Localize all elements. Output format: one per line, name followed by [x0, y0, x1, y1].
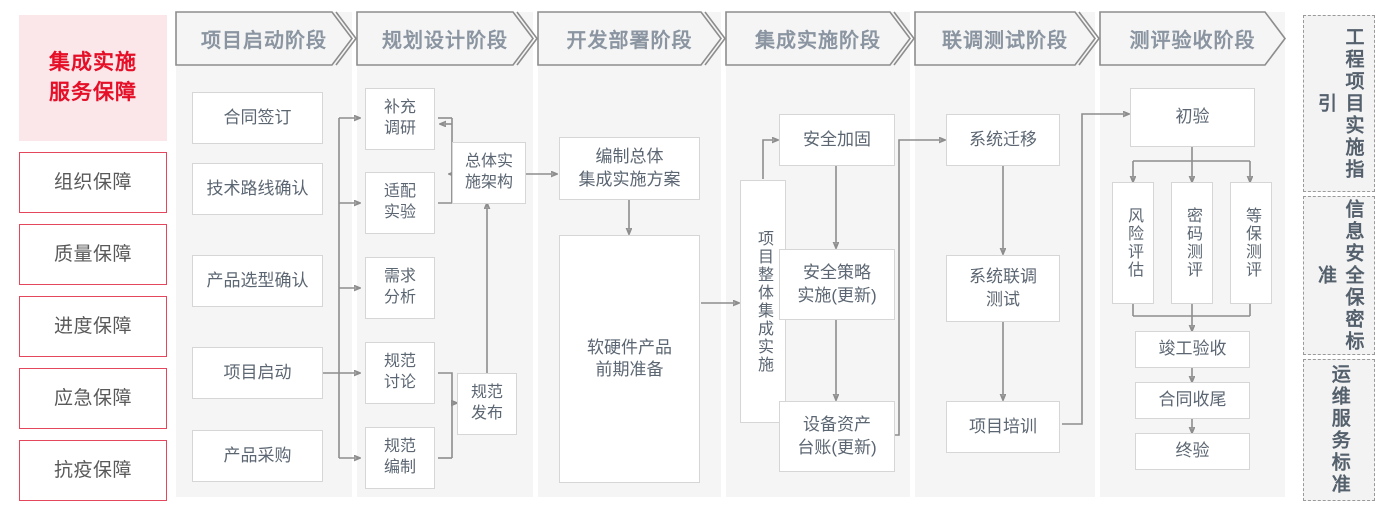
standard-engineering-guideline-label: 工程项目实施指引	[1315, 26, 1364, 181]
left-group-header-line2: 服务保障	[49, 81, 137, 104]
phase-label-4: 集成实施阶段	[755, 30, 881, 52]
phase-label-5: 联调测试阶段	[942, 30, 1068, 52]
node-requirements-analysis-line1: 需求	[383, 268, 416, 286]
node-supplementary-research-line2: 调研	[383, 120, 416, 137]
node-security-hardening[interactable]: 安全加固	[779, 114, 895, 166]
node-cryptography-evaluation[interactable]: 密码测评	[1171, 182, 1213, 304]
node-asset-ledger-line1: 设备资产	[802, 415, 871, 435]
node-spec-discussion-line2: 讨论	[383, 374, 416, 391]
node-overall-implementation-architecture[interactable]: 总体实 施架构	[452, 142, 526, 204]
node-spec-release-line2: 发布	[470, 405, 503, 422]
node-system-joint-testing[interactable]: 系统联调 测试	[946, 255, 1060, 322]
standard-engineering-guideline[interactable]: 工程项目实施指引	[1303, 15, 1375, 192]
node-spec-drafting[interactable]: 规范 编制	[365, 427, 435, 489]
node-overall-arch-line1: 总体实	[464, 153, 513, 171]
phase-label-2: 规划设计阶段	[382, 30, 508, 52]
standard-om-service[interactable]: 运维服务标准	[1303, 359, 1375, 501]
node-supplementary-research[interactable]: 补充 调研	[365, 88, 435, 150]
node-spec-release-line1: 规范	[470, 384, 503, 402]
left-item-epidemic[interactable]: 抗疫保障	[19, 440, 167, 501]
node-product-procurement[interactable]: 产品采购	[192, 430, 323, 482]
node-adaptation-experiment-line2: 实验	[383, 204, 416, 221]
node-risk-assessment[interactable]: 风险评估	[1112, 182, 1154, 304]
node-spec-drafting-line1: 规范	[383, 438, 416, 456]
node-preliminary-acceptance[interactable]: 初验	[1130, 88, 1255, 147]
node-spec-drafting-line2: 编制	[383, 459, 416, 476]
phase-header-1[interactable]: 项目启动阶段	[176, 12, 352, 65]
phase-label-3: 开发部署阶段	[566, 30, 693, 52]
node-project-kickoff[interactable]: 项目启动	[192, 347, 323, 399]
node-draft-plan-line1: 编制总体	[595, 147, 664, 167]
node-overall-project-integration[interactable]: 项目整体集成实施	[740, 180, 786, 423]
node-adaptation-experiment[interactable]: 适配 实验	[365, 172, 435, 234]
phase-header-6[interactable]: 测评验收阶段	[1100, 12, 1285, 65]
left-item-organization[interactable]: 组织保障	[19, 152, 167, 213]
node-completion-acceptance[interactable]: 竣工验收	[1135, 331, 1250, 368]
phase-label-6: 测评验收阶段	[1129, 30, 1256, 52]
standard-infosec-confidentiality[interactable]: 信息安全保密标准	[1303, 196, 1375, 355]
node-contract-closeout[interactable]: 合同收尾	[1135, 382, 1250, 419]
node-joint-testing-line2: 测试	[986, 289, 1020, 309]
node-spec-discussion[interactable]: 规范 讨论	[365, 342, 435, 404]
phase-label-1: 项目启动阶段	[201, 30, 327, 52]
node-overall-arch-line2: 施架构	[464, 174, 513, 191]
left-item-schedule[interactable]: 进度保障	[19, 296, 167, 357]
node-security-policy-line1: 安全策略	[802, 263, 871, 283]
standard-om-service-label: 运维服务标准	[1328, 364, 1350, 496]
node-hw-sw-prep-line1: 软硬件产品	[587, 337, 672, 357]
left-item-quality[interactable]: 质量保障	[19, 224, 167, 285]
node-final-acceptance[interactable]: 终验	[1135, 433, 1250, 470]
node-hw-sw-preparation[interactable]: 软硬件产品 前期准备	[559, 235, 700, 483]
node-hw-sw-prep-line2: 前期准备	[595, 360, 664, 379]
node-draft-overall-integration-plan[interactable]: 编制总体 集成实施方案	[559, 137, 700, 200]
node-security-policy-implementation[interactable]: 安全策略 实施(更新)	[779, 249, 895, 320]
node-tech-route-confirm[interactable]: 技术路线确认	[192, 163, 323, 215]
node-spec-discussion-line1: 规范	[383, 353, 416, 371]
node-project-training[interactable]: 项目培训	[946, 401, 1060, 453]
node-requirements-analysis-line2: 分析	[383, 289, 416, 306]
node-adaptation-experiment-line1: 适配	[383, 183, 416, 201]
node-asset-ledger-line2: 台账(更新)	[797, 437, 877, 457]
phase-header-5[interactable]: 联调测试阶段	[915, 12, 1095, 65]
node-supplementary-research-line1: 补充	[383, 99, 416, 117]
node-joint-testing-line1: 系统联调	[969, 267, 1037, 287]
phase-header-4[interactable]: 集成实施阶段	[726, 12, 910, 65]
phase-header-3[interactable]: 开发部署阶段	[538, 12, 721, 65]
left-group-header-line1: 集成实施	[49, 50, 137, 74]
left-item-emergency[interactable]: 应急保障	[19, 368, 167, 429]
node-equipment-asset-ledger[interactable]: 设备资产 台账(更新)	[779, 401, 895, 472]
left-group-header: 集成实施 服务保障	[19, 15, 167, 141]
node-draft-plan-line2: 集成实施方案	[578, 169, 681, 189]
phase-header-2[interactable]: 规划设计阶段	[357, 12, 533, 65]
node-spec-release[interactable]: 规范 发布	[457, 373, 517, 435]
standard-infosec-confidentiality-label: 信息安全保密标准	[1315, 198, 1364, 353]
node-security-policy-line2: 实施(更新)	[797, 285, 877, 305]
node-classified-protection-evaluation[interactable]: 等保测评	[1230, 182, 1272, 304]
node-system-migration[interactable]: 系统迁移	[946, 114, 1060, 166]
node-requirements-analysis[interactable]: 需求 分析	[365, 257, 435, 319]
node-contract-signing[interactable]: 合同签订	[192, 92, 323, 144]
node-product-selection-confirm[interactable]: 产品选型确认	[192, 255, 323, 307]
